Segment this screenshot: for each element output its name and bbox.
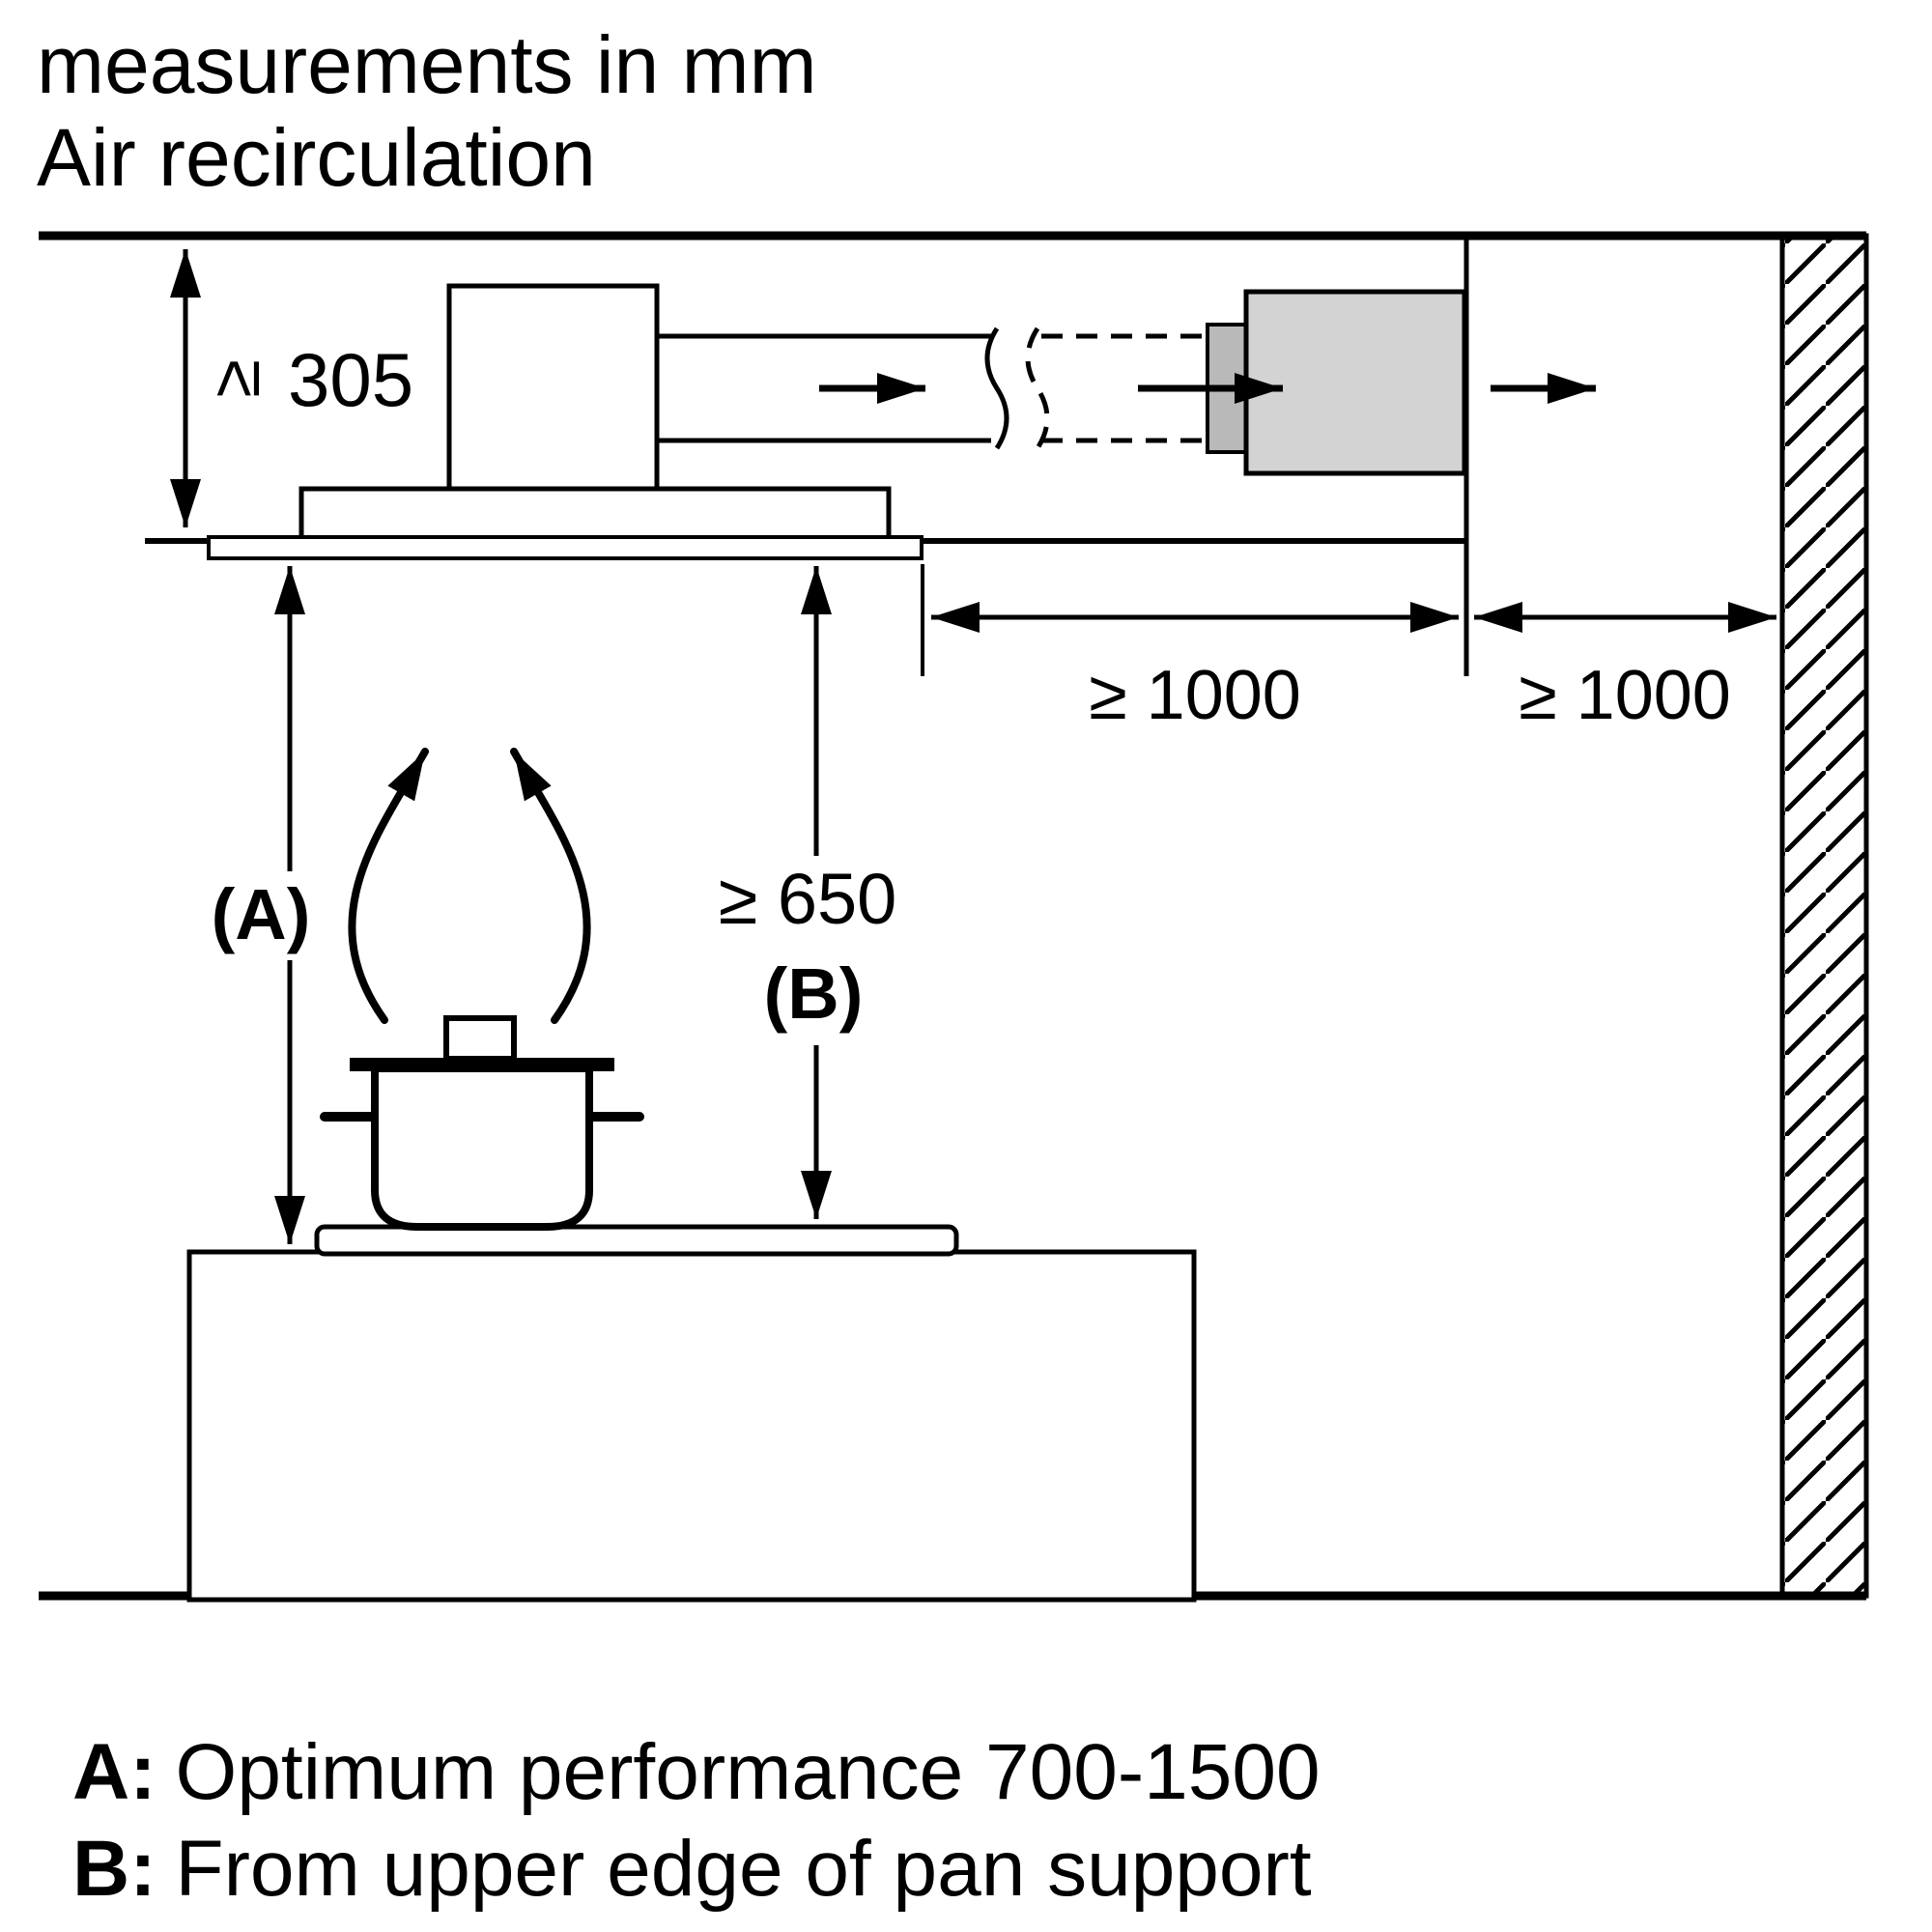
steam-arrow-left bbox=[348, 748, 429, 1024]
hood-body bbox=[298, 486, 892, 542]
distance-a-label-bg bbox=[191, 871, 332, 960]
cavity-height-value: 305 bbox=[288, 337, 413, 422]
pot-body bbox=[371, 1065, 593, 1231]
pot bbox=[320, 1015, 644, 1231]
legend-b-key: B: bbox=[72, 1825, 156, 1913]
steam-arrow-right bbox=[510, 748, 591, 1024]
cavity-height-symbol: ≥ bbox=[197, 359, 274, 398]
legend-a-text: Optimum performance 700-1500 bbox=[176, 1728, 1321, 1816]
counter bbox=[186, 1249, 1197, 1603]
duct-break-curve bbox=[984, 327, 1009, 450]
legend-line-a: A:Optimum performance 700-1500 bbox=[72, 1728, 1321, 1816]
duct-dashed-break-curve bbox=[1025, 327, 1050, 450]
wall-clearance-label: ≥ 1000 bbox=[1519, 657, 1731, 734]
unit-clearance-label: ≥ 1000 bbox=[1089, 657, 1301, 734]
legend-line-b: B:From upper edge of pan support bbox=[72, 1825, 1312, 1913]
hood-chimney bbox=[446, 283, 660, 494]
distance-b-label-bg bbox=[674, 856, 943, 1045]
hob bbox=[314, 1224, 959, 1257]
recirculation-unit bbox=[1243, 289, 1467, 476]
legend-b-text: From upper edge of pan support bbox=[176, 1825, 1312, 1913]
distance-a-label: (A) bbox=[212, 874, 311, 954]
distance-b-value: ≥ 650 bbox=[719, 859, 897, 939]
distance-b-label: (B) bbox=[764, 953, 864, 1034]
hood-visor bbox=[207, 535, 923, 560]
pot-lid-knob bbox=[443, 1015, 517, 1062]
legend-a-key: A: bbox=[72, 1728, 156, 1816]
wall-section bbox=[1779, 233, 1869, 1599]
measurements-title: measurements in mm bbox=[37, 19, 817, 110]
air-recirculation-title: Air recirculation bbox=[37, 112, 596, 203]
